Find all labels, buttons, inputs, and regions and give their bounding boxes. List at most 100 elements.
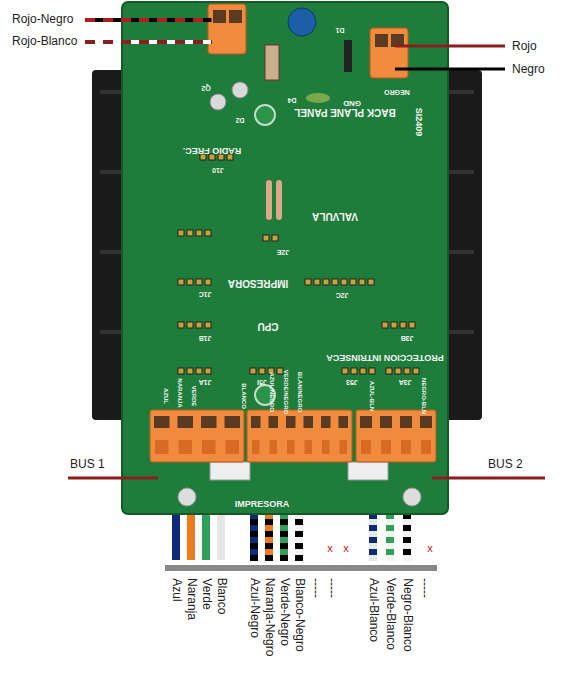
header-pin xyxy=(350,279,356,285)
terminal-release xyxy=(305,440,313,454)
silkscreen-text: Q2 xyxy=(201,84,210,92)
wire-stripe xyxy=(386,519,394,525)
silkscreen-text: J5I xyxy=(257,378,267,386)
wire-stripe xyxy=(250,519,258,525)
header-pin xyxy=(196,279,202,285)
pin-headers xyxy=(178,154,419,374)
terminal-screw xyxy=(154,416,170,428)
terminal-pins xyxy=(154,416,432,454)
wire-label: Verde-Negro xyxy=(277,578,290,646)
header-pin xyxy=(196,322,202,328)
label: Rojo-Negro xyxy=(12,13,73,26)
terminal-release xyxy=(155,440,169,454)
header-pin xyxy=(400,322,406,328)
silkscreen-text: D4 xyxy=(288,96,297,104)
silkscreen-text: SI2409 xyxy=(413,108,423,137)
header-pin xyxy=(404,368,410,374)
wire-sample xyxy=(250,515,258,560)
transistor xyxy=(232,82,248,98)
wire-sample xyxy=(172,515,180,560)
label: x xyxy=(427,542,433,554)
wire-bar xyxy=(165,565,437,571)
mount-hole xyxy=(403,488,421,506)
header-pin xyxy=(351,368,357,374)
silkscreen-text: RADIO FREC. xyxy=(183,145,242,155)
label: BUS 1 xyxy=(70,458,105,471)
silkscreen-text: AZUL xyxy=(163,388,170,404)
wire-stripe xyxy=(295,519,303,525)
silkscreen-text: IMPRESORA xyxy=(228,278,289,289)
header-pin xyxy=(178,230,184,236)
resistor-symbol xyxy=(266,180,272,220)
terminal-release xyxy=(287,440,295,454)
silkscreen-text: J3B xyxy=(401,334,414,342)
wire-stripe xyxy=(386,543,394,549)
mount-hole xyxy=(255,105,275,125)
silkscreen-text: NEGRO xyxy=(384,88,410,96)
capacitor xyxy=(306,93,330,103)
wire-sample xyxy=(217,515,225,560)
wire-label: Verde xyxy=(199,578,212,609)
wire-stripe xyxy=(369,531,377,537)
silkscreen-text: J3A xyxy=(399,378,412,386)
terminal-screw xyxy=(420,416,432,428)
label: Rojo xyxy=(512,40,537,53)
label: Rojo-Blanco xyxy=(12,35,77,48)
wire-sample xyxy=(280,515,288,560)
wire xyxy=(85,40,212,44)
terminal-release xyxy=(179,440,193,454)
wire xyxy=(85,40,212,44)
wire-label: Blanco xyxy=(214,578,227,615)
wire-label: Azul-Blanco xyxy=(366,578,379,642)
wire-label: Azul-Negro xyxy=(247,578,260,638)
silkscreen-text: J1B xyxy=(199,334,212,342)
label: Negro xyxy=(512,63,545,76)
silkscreen-text: AZUL-BLN xyxy=(369,381,376,411)
header-pin xyxy=(413,368,419,374)
terminal-block xyxy=(356,410,436,462)
wire-label: ----- xyxy=(324,578,337,598)
label: BUS 2 xyxy=(488,458,523,471)
printer-connector xyxy=(348,462,388,480)
silkscreen-text: J1C xyxy=(199,290,212,298)
wire-sample xyxy=(187,515,195,560)
wire-stripe xyxy=(250,555,258,561)
header-pin xyxy=(342,368,348,374)
terminal-release xyxy=(421,440,431,454)
bus-line xyxy=(68,477,158,480)
power-connector xyxy=(208,4,246,54)
wire xyxy=(395,68,505,71)
terminal-screw xyxy=(269,416,279,428)
silkscreen-text: GND xyxy=(343,99,361,108)
header-pin xyxy=(250,368,256,374)
header-pin xyxy=(178,279,184,285)
silkscreen-text: J2C xyxy=(336,291,349,299)
wire-stripe xyxy=(403,519,411,525)
silkscreen-text: IMPRESORA xyxy=(235,500,290,510)
transistor xyxy=(210,94,226,110)
terminal-block xyxy=(247,410,352,462)
terminal-screw xyxy=(304,416,314,428)
label: x xyxy=(343,542,349,554)
terminal-screw xyxy=(201,416,217,428)
header-pin xyxy=(263,235,269,241)
terminal-screw xyxy=(380,416,392,428)
wire-stripe xyxy=(280,555,288,561)
header-pin xyxy=(369,368,375,374)
wire-stripe xyxy=(403,531,411,537)
header-pin xyxy=(272,235,278,241)
header-pin xyxy=(187,230,193,236)
printer-connector xyxy=(210,462,250,480)
wire-sample xyxy=(403,515,411,560)
wire-label: Naranja-Negro xyxy=(262,578,275,657)
wire xyxy=(85,18,212,22)
terminal-release xyxy=(381,440,391,454)
silkscreen-text: CPU xyxy=(257,321,278,332)
wire-label: ----- xyxy=(308,578,321,598)
header-pin xyxy=(391,322,397,328)
terminal-release xyxy=(322,440,330,454)
wire-stripe xyxy=(369,519,377,525)
wire-stripe xyxy=(403,555,411,561)
terminal-release xyxy=(401,440,411,454)
terminal-release xyxy=(361,440,371,454)
